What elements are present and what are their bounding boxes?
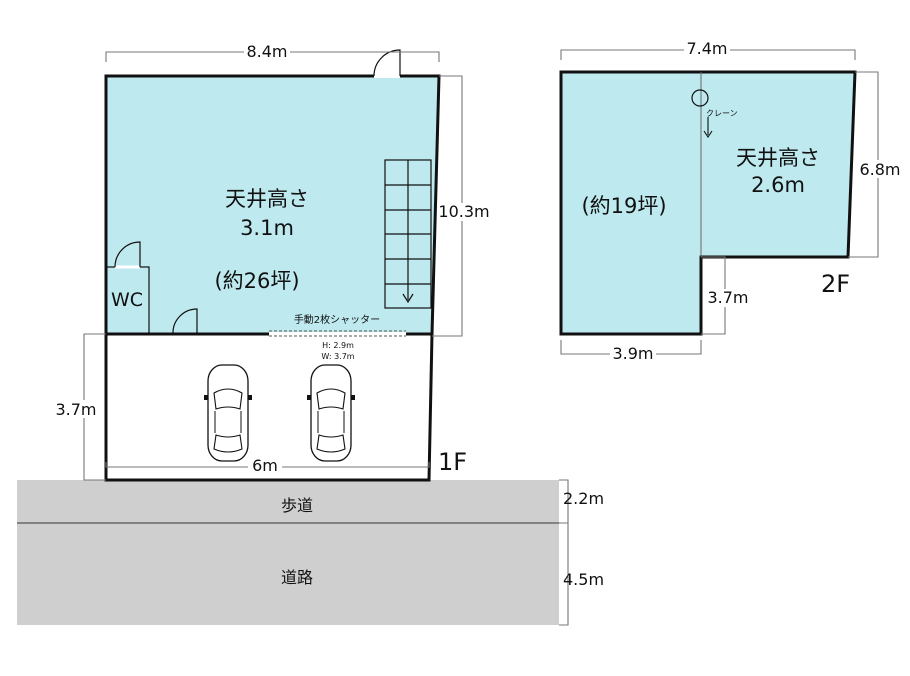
floor2-ceiling-label: 天井高さ — [736, 146, 820, 170]
floor2-width-dim: 7.4m — [686, 39, 727, 58]
parking-width-dim: 6m — [252, 456, 278, 475]
sidewalk-label: 歩道 — [281, 496, 313, 515]
car-icon-right — [307, 364, 355, 462]
dim-bg — [704, 289, 750, 307]
car-icon-left — [204, 364, 252, 462]
crane-icon — [691, 89, 709, 107]
floor2-bottom-width-dim: 3.9m — [612, 344, 653, 363]
staircase — [384, 159, 432, 309]
shutter-height: H: 2.9m — [322, 341, 354, 350]
dim-bg — [438, 203, 490, 221]
floor2-depth-dim: 6.8m — [859, 160, 900, 179]
wc-label: WC — [111, 289, 143, 311]
dim-bg — [244, 42, 290, 60]
parking-depth-dim: 3.7m — [55, 400, 96, 419]
floor1-width-dim: 8.4m — [246, 42, 287, 61]
crane-arrow-icon — [703, 117, 713, 138]
floor2-ceiling-height: 2.6m — [751, 173, 805, 197]
floor1-label: 1F — [438, 448, 467, 476]
dim-bg — [52, 400, 98, 418]
floor1-ceiling-label: 天井高さ — [225, 187, 309, 211]
dim-bg — [248, 456, 282, 474]
floor1-ceiling-height: 3.1m — [240, 216, 294, 240]
sidewalk-width-dim: 2.2m — [563, 489, 604, 508]
floor2-label: 2F — [821, 270, 850, 298]
street-area — [17, 480, 559, 625]
road-width-dim: 4.5m — [563, 570, 604, 589]
interior-door-icon — [172, 308, 198, 335]
shutter-label: 手動2枚シャッター — [294, 313, 380, 326]
road-label: 道路 — [281, 568, 313, 587]
entrance-door-icon — [373, 49, 401, 78]
dim-bg — [856, 160, 906, 178]
floor2-area: (約19坪) — [581, 194, 666, 218]
dim-bg — [610, 345, 656, 363]
floor1-area: (約26坪) — [214, 269, 299, 293]
shutter-width: W: 3.7m — [321, 352, 354, 361]
floor1-depth-dim: 10.3m — [438, 202, 489, 221]
wc-door-icon — [114, 241, 141, 269]
dim-bg — [684, 40, 730, 58]
street-dimension-lines — [559, 479, 569, 626]
crane-label: クレーン — [706, 109, 738, 118]
floor2-notch-dim: 3.7m — [707, 288, 748, 307]
